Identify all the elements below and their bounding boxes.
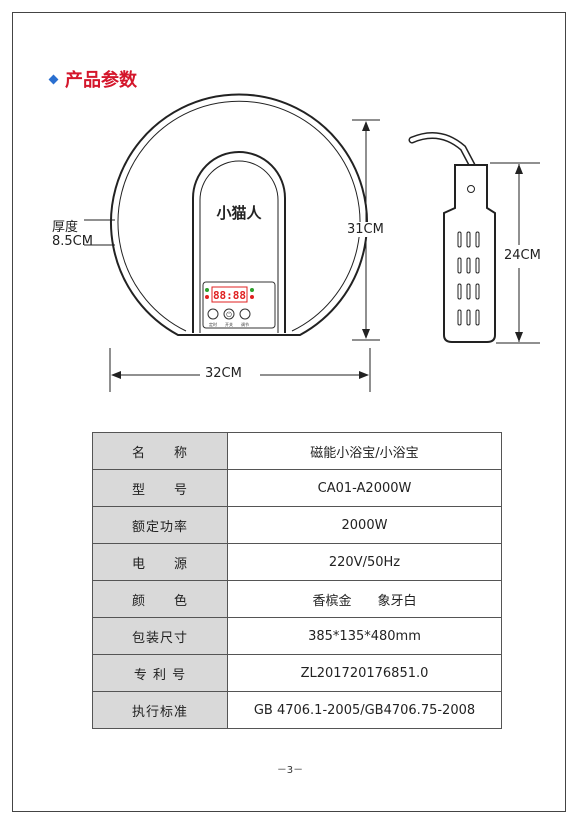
section-title: 产品参数 <box>48 66 137 92</box>
status-led <box>205 295 209 299</box>
height-main-label: 31CM <box>344 222 387 237</box>
status-led <box>250 295 254 299</box>
front-panel-inner <box>199 160 279 333</box>
brand-logo: 小猫人 <box>216 204 262 222</box>
arrow-down-icon <box>515 332 523 342</box>
spec-key: 名 称 <box>92 432 228 470</box>
width-main-label: 32CM <box>205 366 242 381</box>
table-row: 名 称磁能小浴宝/小浴宝 <box>92 432 502 470</box>
thickness-value: 8.5CM <box>52 234 93 249</box>
device-body-inner <box>117 100 361 332</box>
page-number: －3－ <box>276 765 304 776</box>
power-icon: ⏻ <box>226 311 232 319</box>
arrow-up-icon <box>362 121 370 131</box>
led-display-frame <box>211 286 248 303</box>
adjust-button <box>239 308 251 320</box>
status-led <box>250 288 254 292</box>
spec-key: 电 源 <box>92 543 228 581</box>
spec-key: 颜 色 <box>92 580 228 618</box>
height-side-label: 24CM <box>502 248 543 263</box>
spec-value: 磁能小浴宝/小浴宝 <box>227 432 502 470</box>
power-cable-inner <box>410 133 474 167</box>
spec-value: ZL201720176851.0 <box>227 654 502 692</box>
spec-value: 2000W <box>227 506 502 544</box>
table-row: 颜 色香槟金 象牙白 <box>92 580 502 618</box>
section-title-text: 产品参数 <box>65 70 137 91</box>
btn-label-timer: 定时 <box>209 321 217 327</box>
spec-key: 执行标准 <box>92 691 228 729</box>
timer-button <box>207 308 219 320</box>
spec-value: CA01-A2000W <box>227 469 502 507</box>
arrow-right-icon <box>359 371 369 379</box>
hanging-hole <box>467 185 475 193</box>
spec-key: 专 利 号 <box>92 654 228 692</box>
product-drawing: 小猫人 88:88 ⏻ 定时 开关 调节 <box>84 93 540 392</box>
vent-slots <box>457 231 480 326</box>
arrow-left-icon <box>111 371 121 379</box>
btn-label-adjust: 调节 <box>241 321 249 327</box>
led-display: 88:88 <box>213 289 246 302</box>
spec-key: 型 号 <box>92 469 228 507</box>
arrow-down-icon <box>362 329 370 339</box>
thickness-label: 厚度 <box>52 220 79 235</box>
spec-value: GB 4706.1-2005/GB4706.75-2008 <box>227 691 502 729</box>
spec-value: 385*135*480mm <box>227 617 502 655</box>
page-frame <box>12 12 566 812</box>
spec-value: 香槟金 象牙白 <box>227 580 502 618</box>
btn-label-power: 开关 <box>225 321 233 327</box>
spec-value: 220V/50Hz <box>227 543 502 581</box>
power-button <box>223 308 235 320</box>
side-view-body <box>443 164 496 343</box>
spec-key: 包装尺寸 <box>92 617 228 655</box>
status-led <box>205 288 209 292</box>
spec-key: 额定功率 <box>92 506 228 544</box>
arrow-up-icon <box>515 164 523 174</box>
